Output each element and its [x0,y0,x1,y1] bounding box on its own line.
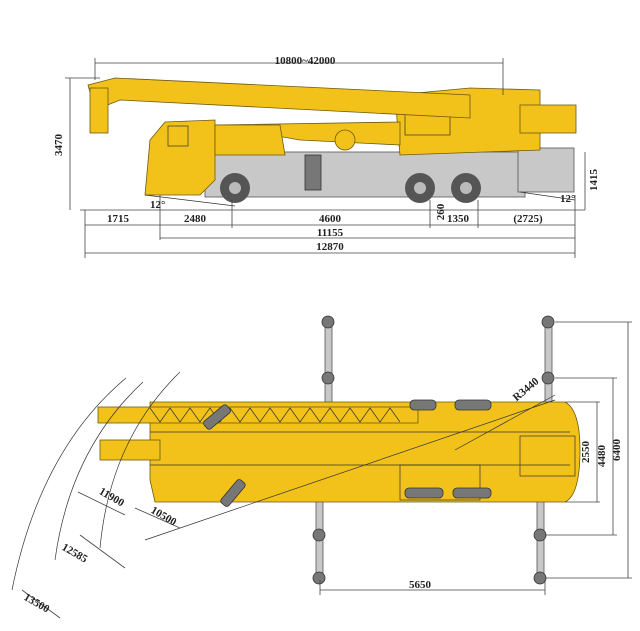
axle-1-2-label: 2480 [184,213,207,225]
counterweight [519,104,577,134]
boom-tip [99,439,161,461]
outrigger-pad [533,571,547,585]
front-overhang-label: 1715 [107,213,130,225]
top-view: R3440 11900 10500 12585 13500 2550 4480 … [11,315,632,619]
cab-window [167,125,189,147]
chassis-length-label: 11155 [317,227,344,239]
rear-overhang-label: (2725) [513,213,543,225]
side-view: 10800~42000 3470 12° 12° 1415 260 1715 2… [53,55,600,258]
rear-outrigger-box [517,147,575,193]
tire [409,399,437,411]
axle-3-4-label: 1350 [447,213,470,225]
span-4480-label: 4480 [596,445,608,468]
radius-12585-label: 12585 [60,541,90,565]
crane-body-top [149,401,581,503]
ground-clearance-label: 260 [435,203,447,220]
radius-11900-label: 11900 [97,485,127,509]
span-6400-label: 6400 [611,439,623,462]
outriggers [312,315,555,585]
tire [452,487,492,499]
boom [87,77,471,119]
outrigger-pad [541,315,555,329]
departure-angle-label: 12° [560,193,575,205]
outrigger-pad [541,371,555,385]
outrigger-pad [321,315,335,329]
wheels [220,173,481,203]
outrigger-pad [321,371,335,385]
truck-cab [144,119,216,196]
boom-length-label: 10800~42000 [275,55,336,67]
tire [404,487,444,499]
outrigger-pad [533,528,547,542]
engine-housing [214,124,286,156]
mirror [220,479,246,507]
approach-angle-label: 12° [150,199,165,211]
rear-section [519,435,576,477]
overall-length-label: 12870 [316,241,344,253]
outrigger-height-label: 1415 [588,169,600,192]
outrigger-pad [312,571,326,585]
radius-10500-label: 10500 [149,504,179,528]
overall-height-label: 3470 [53,134,65,157]
mirror [203,404,231,430]
span-5650-label: 5650 [409,579,432,591]
boom-lattice [97,406,419,424]
radius-13500-label: 13500 [22,591,52,615]
axle-2-3-label: 4600 [319,213,342,225]
hoist-winch [334,129,356,151]
width-2550-label: 2550 [580,441,592,464]
outrigger-pad [312,528,326,542]
tail-radius-label: R3440 [511,375,542,404]
front-outrigger-leg [304,154,322,191]
boom-head [89,87,109,134]
tire [454,399,492,411]
